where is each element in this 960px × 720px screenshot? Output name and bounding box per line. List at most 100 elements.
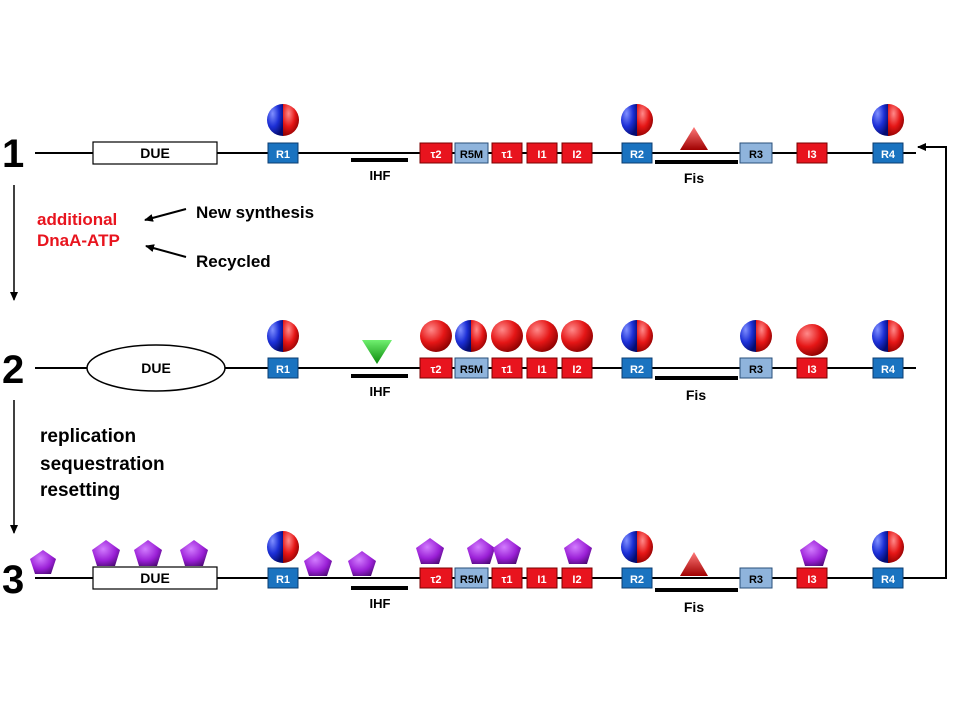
site-t1-1: τ1 xyxy=(491,142,523,164)
svg-text:R4: R4 xyxy=(881,149,896,161)
due-box-3 xyxy=(92,566,218,590)
svg-text:I3: I3 xyxy=(807,364,816,376)
site-R1-3: R1 xyxy=(267,567,299,589)
svg-text:R1: R1 xyxy=(276,364,290,376)
svg-text:R5M: R5M xyxy=(460,149,483,161)
step-number-3: 3 xyxy=(2,558,24,602)
due-box-1 xyxy=(92,141,218,165)
dnaa-mixed-R2-2 xyxy=(621,320,653,352)
svg-text:R3: R3 xyxy=(749,364,763,376)
site-R4-1: R4 xyxy=(872,142,904,164)
seqa-pentagon-5 xyxy=(304,551,332,576)
dnaa-atp-I3-2 xyxy=(796,324,828,356)
step-number-2: 2 xyxy=(2,348,24,392)
site-I2-1: I2 xyxy=(561,142,593,164)
svg-text:R3: R3 xyxy=(749,149,763,161)
ihf-label-2: IHF xyxy=(370,384,391,399)
reset-return-arrow xyxy=(916,143,947,579)
replication-label: replication xyxy=(40,426,136,447)
site-t1-2: τ1 xyxy=(491,357,523,379)
arrow-recycled xyxy=(145,244,187,258)
site-I2-2: I2 xyxy=(561,357,593,379)
dnaa-mixed-R4-2 xyxy=(872,320,904,352)
svg-text:R5M: R5M xyxy=(460,364,483,376)
fis-triangle-3 xyxy=(680,552,708,576)
site-I1-2: I1 xyxy=(526,357,558,379)
dnaa-mixed-R5M-2 xyxy=(455,320,487,352)
dnaa-mixed-R4-3 xyxy=(872,531,904,563)
svg-text:R5M: R5M xyxy=(460,574,483,586)
svg-text:I3: I3 xyxy=(807,149,816,161)
step-number-1: 1 xyxy=(2,132,24,176)
svg-text:R4: R4 xyxy=(881,364,896,376)
site-t2-1: τ2 xyxy=(419,142,453,164)
dnaa-atp-I1-2 xyxy=(526,320,558,352)
seqa-pentagon-9 xyxy=(493,538,521,564)
ihf-label-3: IHF xyxy=(370,596,391,611)
svg-text:I3: I3 xyxy=(807,574,816,586)
site-t2-3: τ2 xyxy=(419,567,453,589)
svg-text:τ2: τ2 xyxy=(430,574,441,586)
seqa-pentagon-3 xyxy=(134,540,162,566)
svg-text:R4: R4 xyxy=(881,574,896,586)
site-R2-2: R2 xyxy=(621,357,653,379)
site-R4-2: R4 xyxy=(872,357,904,379)
site-t1-3: τ1 xyxy=(491,567,523,589)
seqa-pentagon-6 xyxy=(348,551,376,576)
dnaa-mixed-R4-1 xyxy=(872,104,904,136)
due-label-3: DUE xyxy=(140,570,170,586)
seqa-pentagon-10 xyxy=(564,538,592,564)
svg-text:I2: I2 xyxy=(572,574,581,586)
ihf-triangle-2 xyxy=(362,340,392,364)
row-2: 2 DUE R1 IHF τ2 R5M τ1 xyxy=(2,320,916,403)
sequestration-label: sequestration xyxy=(40,454,165,475)
site-R2-1: R2 xyxy=(621,142,653,164)
svg-text:R3: R3 xyxy=(749,574,763,586)
site-R5M-1: R5M xyxy=(454,142,489,164)
fis-label-3: Fis xyxy=(684,599,704,615)
svg-text:τ1: τ1 xyxy=(501,149,512,161)
site-R1-1: R1 xyxy=(267,142,299,164)
site-R3-2: R3 xyxy=(739,357,773,379)
svg-text:τ1: τ1 xyxy=(501,364,512,376)
seqa-pentagon-4 xyxy=(180,540,208,566)
seqa-pentagon-7 xyxy=(416,538,444,564)
svg-text:R2: R2 xyxy=(630,364,644,376)
site-R1-2: R1 xyxy=(267,357,299,379)
resetting-label: resetting xyxy=(40,480,120,501)
dnaa-mixed-R2-3 xyxy=(621,531,653,563)
svg-text:I2: I2 xyxy=(572,149,581,161)
svg-text:τ2: τ2 xyxy=(430,364,441,376)
dnaa-mixed-R1-2 xyxy=(267,320,299,352)
row-3: 3 DUE R1 IHF τ2 R5M xyxy=(2,531,916,615)
dnaa-mixed-R2-1 xyxy=(621,104,653,136)
dnaa-mixed-R1-1 xyxy=(267,104,299,136)
dnaa-atp-label: DnaA-ATP xyxy=(37,231,120,250)
site-R5M-2: R5M xyxy=(454,357,489,379)
svg-text:R2: R2 xyxy=(630,149,644,161)
recycled-label: Recycled xyxy=(196,252,271,271)
additional-label: additional xyxy=(37,210,117,229)
dnaa-mixed-R1-3 xyxy=(267,531,299,563)
svg-text:I2: I2 xyxy=(572,364,581,376)
site-I3-2: I3 xyxy=(796,357,828,379)
svg-text:I1: I1 xyxy=(537,149,546,161)
seqa-pentagon-11 xyxy=(800,540,828,566)
site-R2-3: R2 xyxy=(621,567,653,589)
site-I3-1: I3 xyxy=(796,142,828,164)
svg-text:R1: R1 xyxy=(276,149,290,161)
seqa-pentagon-2 xyxy=(92,540,120,566)
dnaa-atp-I2-2 xyxy=(561,320,593,352)
site-R3-1: R3 xyxy=(739,142,773,164)
new-synthesis-label: New synthesis xyxy=(196,203,314,222)
fis-label-1: Fis xyxy=(684,170,704,186)
site-I1-3: I1 xyxy=(526,567,558,589)
row-1: 1 DUE R1 IHF τ2 R5M τ1 I1 xyxy=(2,104,916,186)
svg-text:I1: I1 xyxy=(537,364,546,376)
ihf-label-1: IHF xyxy=(370,168,391,183)
dnaa-atp-t1-2 xyxy=(491,320,523,352)
seqa-pentagon-1 xyxy=(30,550,56,574)
seqa-pentagon-8 xyxy=(467,538,495,564)
svg-text:R1: R1 xyxy=(276,574,290,586)
